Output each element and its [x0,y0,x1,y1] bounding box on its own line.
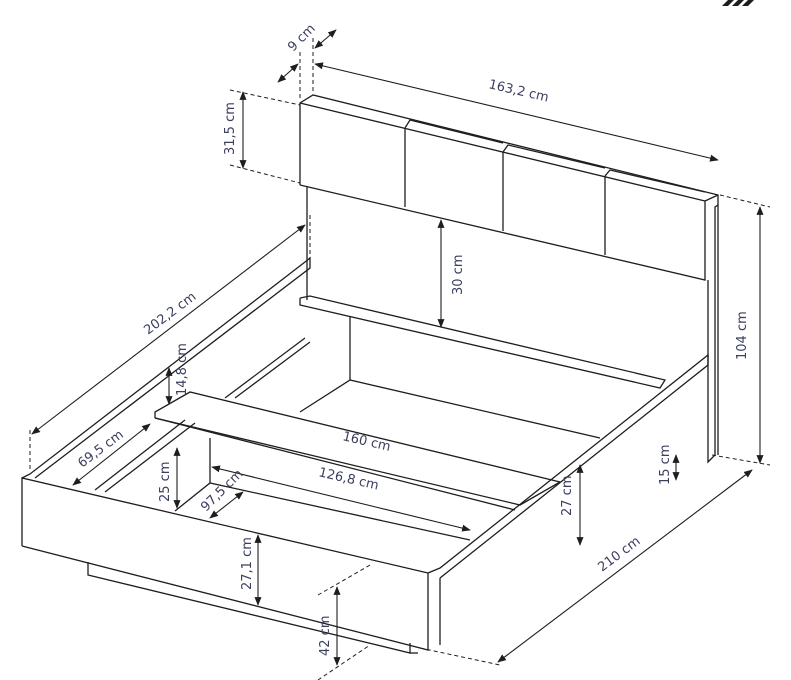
label-storage-height: 25 cm [158,462,173,503]
label-frame-length: 202,2 cm [141,289,199,338]
bed-frame [21,256,709,654]
label-floor-gap: 15 cm [658,445,673,486]
label-bed-height: 42 cm [318,616,333,657]
label-side-panel-height: 27,1 cm [240,537,255,590]
label-headboard-depth: 9 cm [285,21,318,54]
label-inner-width: 160 cm [341,429,392,455]
label-slat-height: 14,8 cm [175,343,190,396]
label-storage-length: 97,5 cm [198,467,246,515]
label-frame-height: 27 cm [560,476,575,517]
label-headboard-to-slat: 30 cm [451,255,466,296]
dimension-labels: 9 cm 163,2 cm 31,5 cm 30 cm 104 cm 202,2… [75,21,750,656]
label-cushion-height: 31,5 cm [223,102,238,155]
brand-logo [722,0,754,6]
label-total-length: 210 cm [595,534,643,575]
dimension-lines [31,29,764,666]
label-headboard-width: 163,2 cm [487,77,550,105]
label-total-height: 104 cm [735,311,750,360]
extension-lines [29,38,771,680]
